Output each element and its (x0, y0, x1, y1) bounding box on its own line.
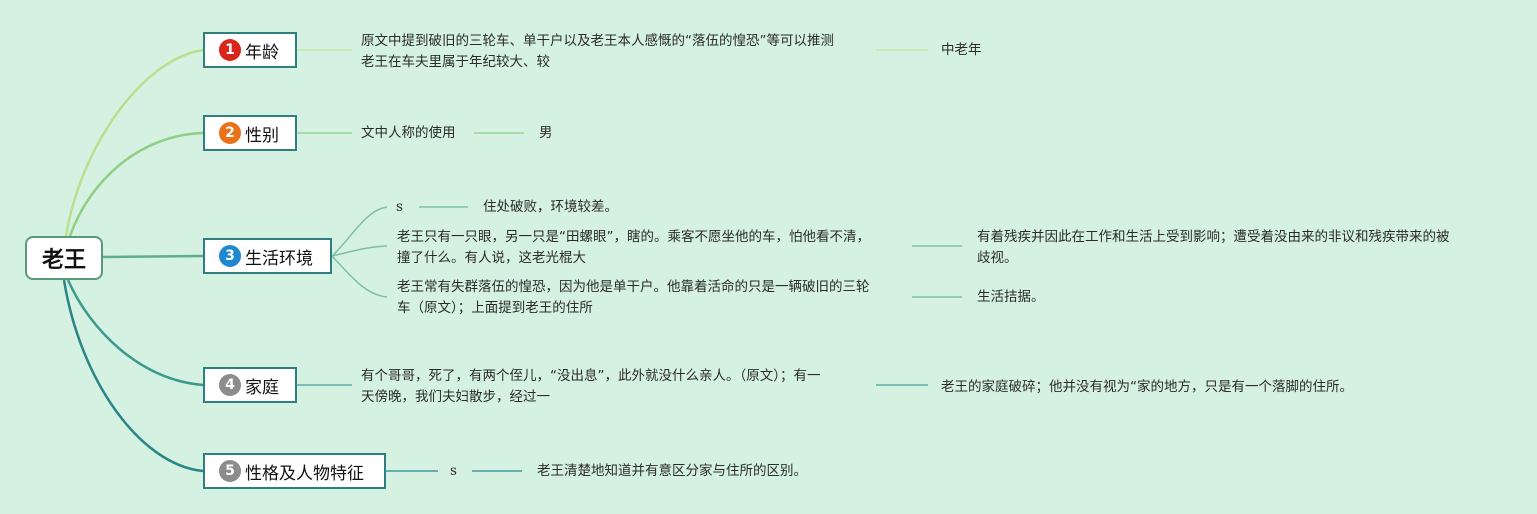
branch-5-evidence[interactable]: s (450, 461, 457, 482)
branch-5-conclusion[interactable]: 老王清楚地知道并有意区分家与住所的区别。 (537, 461, 807, 482)
branch-4-conclusion-line-1: 老王的家庭破碎；他并没有视为“家的地方，只是有一个落脚的住所。 (941, 379, 1353, 395)
branch-1-evidence-line-1: 原文中提到破旧的三轮车、单干户以及老王本人感慨的“落伍的惶恐”等可以推测 (361, 33, 834, 49)
link-central-branch-5 (62, 279, 204, 473)
branch-2-label: 性别 (245, 125, 279, 146)
branch-1-node[interactable]: 1 年龄 (203, 32, 297, 68)
link-branch-3-sub-3 (331, 255, 388, 298)
central-topic[interactable]: 老王 (25, 236, 103, 280)
branch-4-evidence-line-2: 天傍晚，我们夫妇散步，经过一 (361, 389, 550, 405)
link-branch-3-sub-1 (331, 206, 388, 257)
link-branch-3-sub-2 (331, 245, 388, 257)
branch-3-sub-3-evidence-line-2: 车（原文）；上面提到老王的住所 (397, 300, 593, 316)
badge-1-icon: 1 (219, 39, 241, 61)
branch-2-conclusion[interactable]: 男 (539, 123, 553, 144)
branch-3-sub-1-evidence[interactable]: s (396, 197, 403, 218)
branch-3-sub-2-conclusion[interactable]: 有着残疾并因此在工作和生活上受到影响；遭受着没由来的非议和残疾带来的被 歧视。 (977, 227, 1450, 269)
branch-3-sub-2-evidence[interactable]: 老王只有一只眼，另一只是“田螺眼”，瞎的。乘客不愿坐他的车，怕他看不清， 撞了什… (397, 227, 870, 269)
branch-1-conclusion[interactable]: 中老年 (941, 40, 982, 61)
badge-5-icon: 5 (219, 460, 241, 482)
branch-3-sub-2-conclusion-line-1: 有着残疾并因此在工作和生活上受到影响；遭受着没由来的非议和残疾带来的被 (977, 229, 1450, 245)
branch-3-sub-3-conclusion[interactable]: 生活拮据。 (977, 287, 1045, 308)
branch-1-evidence[interactable]: 原文中提到破旧的三轮车、单干户以及老王本人感慨的“落伍的惶恐”等可以推测 老王在… (361, 31, 834, 73)
branch-2-evidence[interactable]: 文中人称的使用 (361, 123, 456, 144)
badge-3-icon: 3 (219, 245, 241, 267)
branch-3-sub-3-evidence-line-1: 老王常有失群落伍的惶恐，因为他是单干户。他靠着活命的只是一辆破旧的三轮 (397, 279, 870, 295)
branch-2-node[interactable]: 2 性别 (203, 115, 297, 151)
link-central-branch-4 (66, 279, 204, 387)
branch-4-conclusion[interactable]: 老王的家庭破碎；他并没有视为“家的地方，只是有一个落脚的住所。 (941, 377, 1353, 398)
branch-3-node[interactable]: 3 生活环境 (203, 238, 332, 274)
branch-4-evidence-line-1: 有个哥哥，死了，有两个侄儿，“没出息”，此外就没什么亲人。（原文）；有一 (361, 368, 821, 384)
badge-4-icon: 4 (219, 374, 241, 396)
branch-5-evidence-line-1: s (450, 463, 457, 479)
branch-3-sub-1-conclusion[interactable]: 住处破败，环境较差。 (483, 197, 618, 218)
branch-3-sub-1-evidence-line-1: s (396, 199, 403, 215)
link-central-branch-3 (102, 254, 204, 259)
branch-3-sub-2-conclusion-line-2: 歧视。 (977, 250, 1018, 266)
badge-2-icon: 2 (219, 122, 241, 144)
branch-5-node[interactable]: 5 性格及人物特征 (203, 453, 386, 489)
link-central-branch-1 (64, 48, 204, 237)
branch-1-evidence-line-2: 老王在车夫里属于年纪较大、较 (361, 54, 550, 70)
branch-4-evidence[interactable]: 有个哥哥，死了，有两个侄儿，“没出息”，此外就没什么亲人。（原文）；有一 天傍晚… (361, 366, 821, 408)
branch-3-label: 生活环境 (245, 248, 313, 269)
branch-3-sub-3-conclusion-line-1: 生活拮据。 (977, 289, 1045, 305)
branch-3-sub-1-conclusion-line-1: 住处破败，环境较差。 (483, 199, 618, 215)
branch-3-sub-2-evidence-line-2: 撞了什么。有人说，这老光棍大 (397, 250, 586, 266)
branch-2-conclusion-line-1: 男 (539, 125, 553, 141)
branch-3-sub-2-evidence-line-1: 老王只有一只眼，另一只是“田螺眼”，瞎的。乘客不愿坐他的车，怕他看不清， (397, 229, 870, 245)
branch-1-conclusion-line-1: 中老年 (941, 42, 982, 58)
branch-4-node[interactable]: 4 家庭 (203, 367, 297, 403)
branch-4-label: 家庭 (245, 377, 279, 398)
branch-5-conclusion-line-1: 老王清楚地知道并有意区分家与住所的区别。 (537, 463, 807, 479)
branch-5-label: 性格及人物特征 (245, 463, 364, 484)
branch-3-sub-3-evidence[interactable]: 老王常有失群落伍的惶恐，因为他是单干户。他靠着活命的只是一辆破旧的三轮 车（原文… (397, 277, 870, 319)
branch-2-evidence-line-1: 文中人称的使用 (361, 125, 456, 141)
branch-1-label: 年龄 (245, 42, 279, 63)
link-central-branch-2 (68, 131, 204, 237)
